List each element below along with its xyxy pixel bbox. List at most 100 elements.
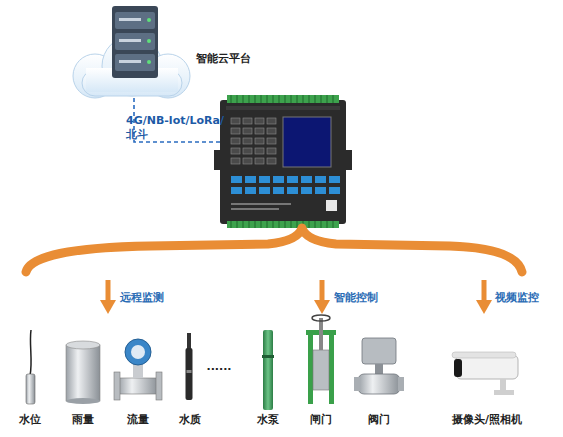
rtu-device (220, 100, 346, 224)
water-quality-probe-icon (187, 370, 192, 373)
rtu-device (243, 118, 252, 124)
gate-icon (312, 315, 330, 321)
flow-meter-icon (114, 339, 162, 400)
rtu-device (287, 187, 298, 194)
device-caption: 摄像头/照相机 (432, 413, 542, 427)
rain-gauge-icon (66, 398, 100, 404)
rtu-device (231, 118, 240, 124)
node-title: 智能云平台 (196, 52, 266, 66)
rtu-device (227, 221, 339, 228)
server-icon (115, 54, 155, 71)
valve-icon (354, 377, 360, 391)
flow-meter-icon (114, 372, 120, 400)
level-sensor-icon (26, 374, 35, 404)
rtu-device (267, 148, 276, 154)
rtu-device (255, 118, 264, 124)
orange-brace (314, 300, 330, 314)
rtu-device (329, 187, 340, 194)
category-label: 视频监控 (495, 291, 557, 305)
rtu-device (267, 138, 276, 144)
rtu-device (273, 187, 284, 194)
flow-meter-icon (118, 378, 158, 394)
rtu-device (245, 176, 256, 183)
rtu-device (245, 187, 256, 194)
camera-icon (500, 379, 506, 391)
rtu-device (301, 187, 312, 194)
rtu-device (267, 128, 276, 134)
flow-meter-icon (156, 372, 162, 400)
rtu-device (231, 203, 291, 205)
server-icon (147, 18, 151, 22)
camera-icon (454, 359, 462, 377)
rain-gauge-icon (66, 345, 100, 401)
rtu-device (231, 187, 242, 194)
rtu-device (273, 176, 284, 183)
rtu-device (231, 118, 276, 164)
camera-icon (456, 355, 518, 379)
device-caption: 水泵 (246, 413, 290, 427)
gate-icon (308, 332, 313, 404)
rtu-device (259, 187, 270, 194)
rain-gauge-icon (66, 341, 100, 349)
link-label: 4G/NB-lot/LoRa/北斗 (126, 114, 226, 142)
category-label: 智能控制 (334, 291, 394, 305)
orange-brace (320, 280, 325, 302)
rtu-device (227, 95, 339, 103)
camera-icon (452, 352, 518, 395)
device-caption: 闸门 (299, 413, 343, 427)
valve-icon (375, 364, 383, 374)
server-icon (115, 33, 155, 50)
rtu-device (243, 148, 252, 154)
valve-icon (358, 374, 400, 394)
server-icon (112, 6, 158, 78)
rtu-device (243, 158, 252, 164)
camera-icon (494, 390, 514, 395)
rtu-device (287, 176, 298, 183)
rtu-device (231, 138, 240, 144)
level-sensor-icon (26, 330, 35, 404)
pump-icon (263, 330, 273, 410)
rtu-device (267, 158, 276, 164)
rtu-device (255, 148, 264, 154)
rtu-device (267, 118, 276, 124)
valve-icon (354, 338, 404, 394)
server-icon (115, 12, 155, 29)
server-icon (112, 6, 158, 78)
server-icon (119, 18, 141, 21)
rtu-device (243, 138, 252, 144)
level-sensor-icon (30, 330, 31, 376)
rtu-device (243, 128, 252, 134)
flow-meter-icon (125, 339, 151, 365)
rtu-device (214, 95, 352, 228)
rain-gauge-icon (66, 341, 100, 404)
rtu-device (231, 208, 279, 210)
water-quality-probe-icon (186, 333, 193, 400)
valve-icon (362, 338, 396, 364)
rtu-device (326, 200, 337, 211)
rtu-device (259, 176, 270, 183)
server-icon (147, 39, 151, 43)
gate-icon (319, 318, 323, 350)
ellipsis-mark: ...... (199, 360, 239, 374)
rtu-device (315, 176, 326, 183)
device-caption: 阀门 (357, 413, 401, 427)
cloud-platform-node: 智能云平台 (70, 0, 260, 100)
valve-icon (398, 377, 404, 391)
camera-icon (452, 352, 516, 358)
rtu-device (329, 176, 340, 183)
rtu-device (231, 176, 242, 183)
rtu-device (231, 128, 240, 134)
rtu-device (255, 158, 264, 164)
rtu-device (315, 187, 326, 194)
orange-brace (26, 228, 522, 272)
rtu-device (231, 158, 240, 164)
orange-brace (106, 280, 111, 302)
pump-icon (262, 355, 274, 358)
rtu-device (283, 117, 331, 167)
rtu-device (226, 106, 340, 110)
device-caption: 雨量 (61, 413, 105, 427)
gate-icon (329, 332, 334, 404)
rtu-device (231, 148, 240, 154)
rtu-device (231, 95, 333, 228)
